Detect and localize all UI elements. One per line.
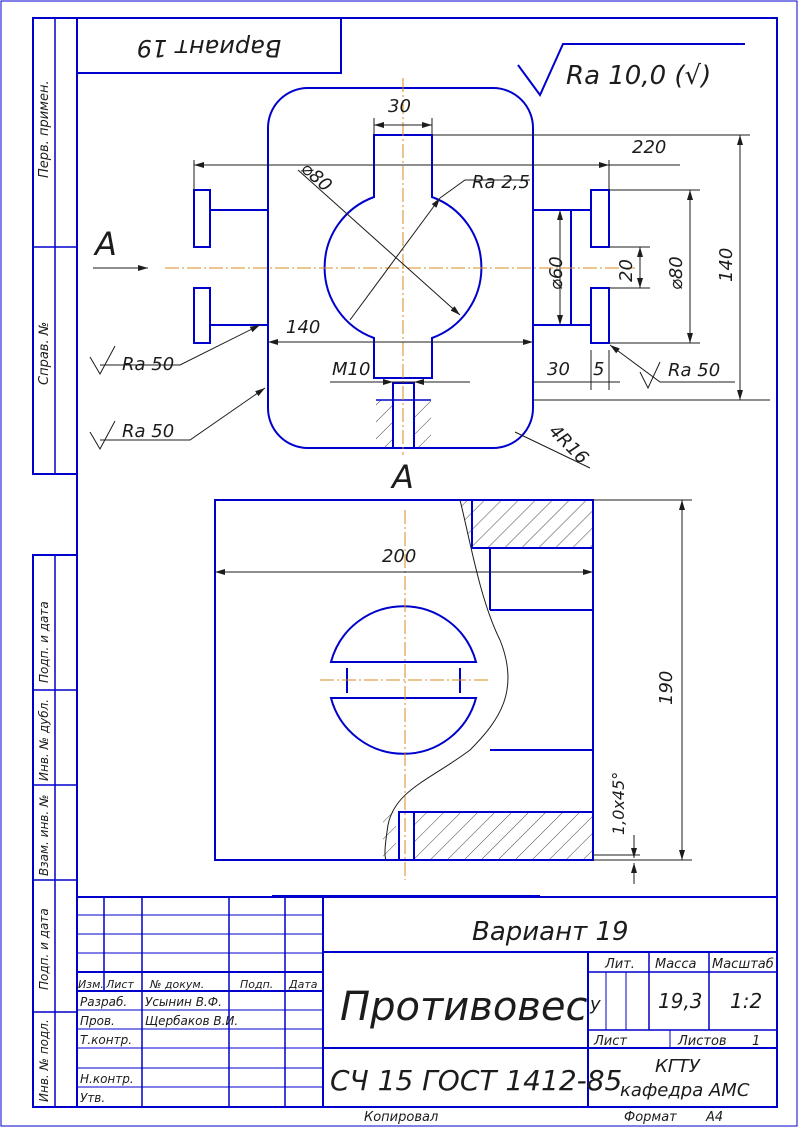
surface-finish-text: Ra 10,0 (√) — [566, 61, 711, 91]
dim-overall-width: 220 — [632, 137, 666, 158]
dim-20: 20 — [616, 259, 637, 282]
side-label-vzam-inv-no: Взам. инв. № — [37, 795, 51, 876]
tb-role-nkontr: Н.контр. — [80, 1072, 134, 1086]
side-label-sprav-no: Справ. № — [37, 322, 52, 385]
variant-box: Вариант 19 — [76, 17, 342, 74]
dim-height-190: 190 — [656, 671, 677, 705]
tb-org: КГТУ — [655, 1056, 701, 1077]
tb-masshtab-value: 1:2 — [730, 989, 762, 1013]
dim-ra-left-1: Ra 50 — [122, 354, 174, 375]
dim-ra-right: Ra 50 — [668, 360, 720, 381]
tb-role-utv: Утв. — [80, 1091, 105, 1105]
tb-masshtab-label: Масштаб — [712, 957, 774, 972]
dim-dia-80-right: ⌀80 — [666, 256, 687, 290]
tb-h-podp: Подп. — [240, 978, 273, 991]
dim-ra-inner: Ra 2,5 — [472, 172, 530, 193]
dim-radius: 4R16 — [544, 421, 592, 469]
tb-role-razrab: Разраб. — [80, 995, 127, 1009]
dim-chamfer: 1,0x45° — [609, 772, 628, 835]
side-label-podp-data-1: Подп. и дата — [37, 601, 51, 683]
section-label-bottom: A — [390, 458, 414, 496]
tb-listov-value: 1 — [752, 1034, 760, 1049]
tb-massa-label: Масса — [655, 957, 696, 972]
section-label-left: A — [93, 225, 117, 263]
dim-30: 30 — [547, 359, 570, 380]
dim-dia-60: ⌀60 — [546, 256, 567, 290]
side-label-inv-no-dubl: Инв. № дубл. — [37, 699, 51, 781]
tb-name-prov: Щербаков В.И. — [145, 1014, 238, 1028]
dim-top-width: 30 — [388, 96, 411, 117]
tb-list-label: Лист — [593, 1034, 627, 1049]
tb-dept: кафедра АМС — [620, 1080, 750, 1101]
dim-width-140: 140 — [286, 317, 320, 338]
footer-format-value: А4 — [705, 1110, 723, 1125]
inner-frame — [76, 17, 778, 1108]
dim-width-200: 200 — [382, 546, 416, 567]
tb-lit-label: Лит. — [604, 957, 635, 972]
variant-box-text: Вариант 19 — [137, 34, 282, 62]
tb-h-doc: № докум. — [149, 978, 204, 991]
tb-role-prov: Пров. — [80, 1014, 115, 1028]
section-view: 200 190 1,0x45° — [214, 499, 692, 884]
side-label-podp-data-2: Подп. и дата — [37, 908, 51, 990]
footer-copied: Копировал — [364, 1110, 438, 1125]
tb-listov-label: Листов — [677, 1034, 727, 1049]
tb-lit-value: у — [589, 994, 601, 1015]
tb-h-list: Лист — [105, 978, 134, 991]
tb-massa-value: 19,3 — [658, 989, 703, 1013]
dim-ra-left-2: Ra 50 — [122, 421, 174, 442]
side-strip: Перв. примен. Справ. № Подп. и дата Инв.… — [32, 17, 78, 1108]
tb-name-razrab: Усынин В.Ф. — [145, 995, 222, 1009]
dim-thread: M10 — [332, 359, 370, 380]
dim-5: 5 — [593, 359, 604, 380]
tb-part-name: Противовес — [340, 984, 587, 1030]
dim-height-140: 140 — [716, 248, 737, 282]
footer-format-label: Формат — [624, 1110, 677, 1125]
tb-variant: Вариант 19 — [472, 917, 629, 947]
side-label-perv-primen: Перв. примен. — [37, 80, 52, 178]
tb-material: СЧ 15 ГОСТ 1412-85 — [330, 1064, 622, 1097]
tb-h-data: Дата — [288, 978, 318, 991]
title-block: Вариант 19 Противовес СЧ 15 ГОСТ 1412-85… — [76, 895, 778, 1108]
tb-h-izm: Изм. — [78, 978, 104, 991]
dim-dia-80-left: ⌀80 — [297, 158, 336, 196]
surface-finish-symbol: Ra 10,0 (√) — [517, 43, 745, 97]
side-label-inv-no-podl: Инв. № подл. — [37, 1019, 51, 1102]
top-view: 30 220 ⌀80 Ra 2,5 140 M10 ⌀60 20 ⌀80 140… — [89, 78, 770, 496]
tb-role-tkontr: Т.контр. — [80, 1033, 132, 1047]
